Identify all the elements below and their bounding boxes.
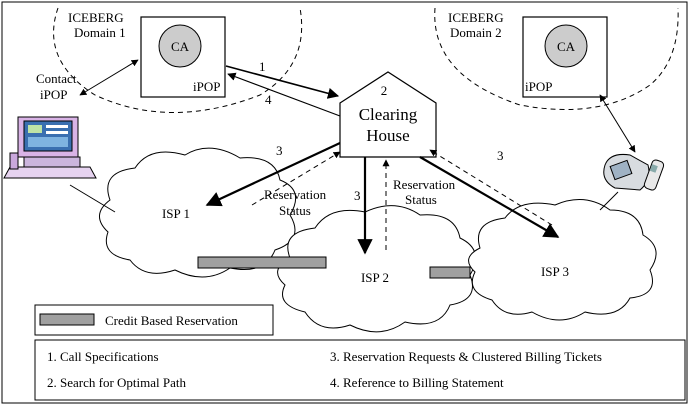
arrow-status-isp1	[251, 151, 341, 206]
arrow-label-3a: 3	[276, 143, 283, 158]
clearing-house-line2: House	[366, 126, 409, 145]
status-right-line2: Status	[405, 192, 437, 207]
arrow-label-1: 1	[259, 59, 266, 74]
domain1-ca-circle	[158, 24, 202, 68]
domain1-title-line1: ICEBERG	[68, 10, 124, 25]
credit-bar-isp2-isp3	[429, 266, 471, 279]
domain2-ca-circle	[544, 24, 588, 68]
step-2: 2. Search for Optimal Path	[47, 375, 186, 390]
domain1-boundary	[53, 7, 303, 113]
clearing-house-box	[339, 71, 437, 158]
step-3: 3. Reservation Requests & Clustered Bill…	[330, 349, 602, 364]
arrow-step4	[227, 72, 341, 117]
isp3-label: ISP 3	[541, 264, 569, 279]
arrow-label-3c: 3	[497, 148, 504, 163]
domain2-ca-label: CA	[557, 39, 576, 54]
step-1: 1. Call Specifications	[47, 349, 159, 364]
status-right-line1: Reservation	[393, 177, 456, 192]
status-left-line1: Reservation	[264, 187, 327, 202]
clearing-house-line1: Clearing	[359, 105, 418, 124]
domain2-title-line2: Domain 2	[450, 25, 502, 40]
status-left-line2: Status	[279, 203, 311, 218]
domain2-boundary	[434, 7, 679, 110]
domain1-ca-label: CA	[171, 39, 190, 54]
isp2-label: ISP 2	[361, 270, 389, 285]
steps-box	[34, 339, 686, 401]
arrow-label-3b: 3	[354, 188, 361, 203]
computer-icon	[3, 116, 97, 179]
arrow-step1	[225, 65, 340, 99]
mobile-isp3-link	[599, 191, 619, 211]
domain1-ipop-label: iPOP	[193, 79, 220, 94]
clearing-house-number: 2	[381, 83, 388, 98]
legend-bar-swatch	[39, 313, 95, 326]
domain2-mobile-link	[599, 94, 636, 153]
isp2-cloud	[277, 205, 477, 333]
credit-bar-isp1-isp2	[197, 256, 327, 269]
arrow-step3-isp3	[419, 156, 560, 238]
contact-link	[79, 59, 139, 96]
arrow-step3-isp1	[205, 142, 341, 207]
step-4: 4. Reference to Billing Statement	[330, 375, 504, 390]
contact-label-line2: iPOP	[40, 87, 67, 102]
domain2-ipop-label: iPOP	[525, 79, 552, 94]
arrow-status-isp3	[429, 149, 553, 226]
computer-isp1-link	[69, 184, 116, 213]
isp3-cloud	[468, 199, 657, 321]
contact-label-line1: Contact	[36, 71, 77, 86]
mobile-devices-icon	[603, 154, 665, 191]
arrow-label-4: 4	[265, 92, 272, 107]
legend-credit-label: Credit Based Reservation	[105, 313, 238, 328]
domain2-title-line1: ICEBERG	[448, 10, 504, 25]
domain1-title-line2: Domain 1	[74, 25, 126, 40]
isp1-label: ISP 1	[162, 206, 190, 221]
